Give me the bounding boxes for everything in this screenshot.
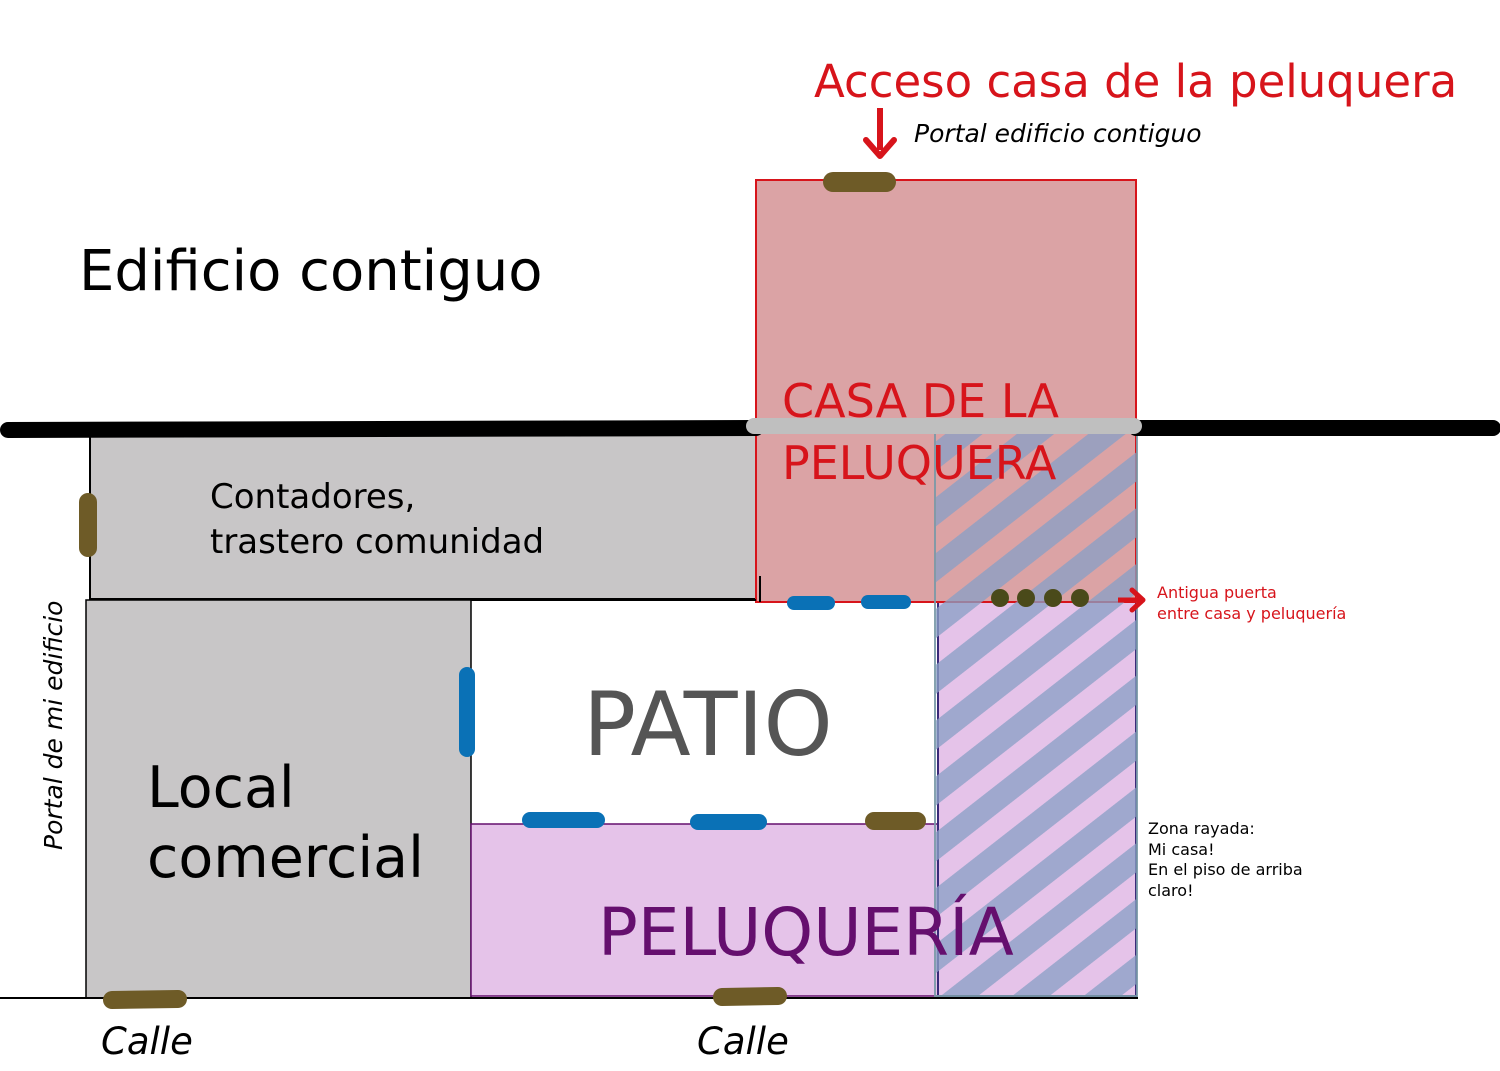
commercial-premises: [85, 599, 472, 999]
striped-zone-line3: En el piso de arriba: [1148, 860, 1303, 879]
my-portal-label: Portal de mi edificio: [39, 601, 68, 850]
old-door-dot-1: [991, 589, 1009, 607]
striped-zone-line2: Mi casa!: [1148, 840, 1215, 859]
house-label-line1: CASA DE LA: [782, 374, 1060, 428]
striped-zone-line4: claro!: [1148, 881, 1193, 900]
old-door-label-line1: Antigua puerta: [1157, 583, 1277, 602]
local-label-line1: Local: [147, 755, 295, 821]
old-door-dot-3: [1044, 589, 1062, 607]
hair-salon-label: PELUQUERÍA: [598, 893, 1014, 971]
street-right-label: Calle: [697, 1020, 789, 1063]
adjacent-portal-label: Portal edificio contiguo: [914, 119, 1202, 148]
storage-label-line2: trastero comunidad: [210, 522, 544, 562]
old-door-label-line2: entre casa y peluquería: [1157, 604, 1346, 623]
old-door-arrow: [1118, 587, 1146, 613]
access-arrow: [863, 108, 897, 159]
adjacent-building-label: Edificio contiguo: [79, 239, 543, 304]
striped-zone-line1: Zona rayada:: [1148, 819, 1255, 838]
access-title: Acceso casa de la peluquera: [814, 55, 1457, 108]
patio-label: PATIO: [583, 673, 833, 776]
hair-salon-main: [470, 823, 939, 997]
striped-zone: [934, 425, 1138, 997]
street-left-label: Calle: [101, 1020, 193, 1063]
local-label-line2: comercial: [147, 825, 424, 891]
old-door-dot-2: [1017, 589, 1035, 607]
old-door-dot-4: [1071, 589, 1089, 607]
house-label-line2: PELUQUERA: [782, 436, 1057, 490]
party-wall-left: [0, 420, 764, 438]
storage-room: [89, 433, 759, 600]
storage-label-line1: Contadores,: [210, 477, 415, 517]
salon-street-door: [713, 987, 787, 1006]
local-street-door: [103, 990, 187, 1009]
